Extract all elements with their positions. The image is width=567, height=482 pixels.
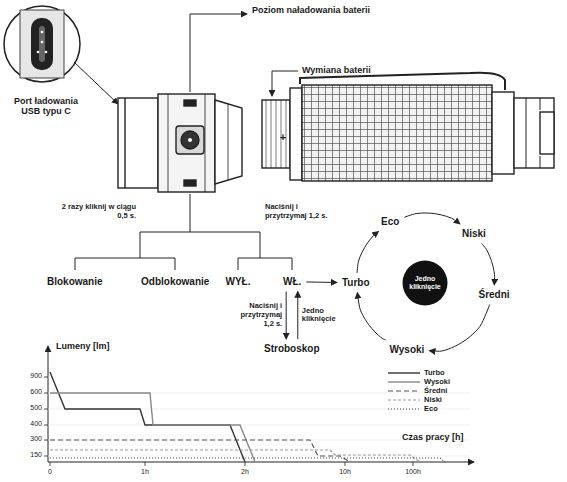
callout-label: Lumeny [lm] — [56, 341, 146, 351]
mode-arrow — [357, 293, 385, 341]
callout-label: 600 — [16, 388, 42, 396]
legend-text: Niski — [424, 396, 442, 404]
medium-curve — [50, 440, 350, 462]
callout-label: 2 razy kliknij w ciągu 0,5 s. — [50, 203, 136, 220]
node-text: Średni — [479, 289, 510, 301]
callout-label: 10h — [330, 468, 360, 476]
node-text: Niski — [462, 228, 486, 240]
mode-label: WŁ. — [280, 274, 304, 290]
low-curve — [50, 450, 420, 462]
mode-label: Średni — [476, 287, 513, 303]
center-circle: Jedno kliknięcie — [402, 260, 448, 306]
mode-label: Blokowanie — [44, 274, 106, 290]
high-curve — [50, 393, 255, 462]
legend-text: Wysoki — [424, 378, 450, 386]
mode-arrow — [297, 292, 298, 340]
mode-label: Odblokowanie — [138, 274, 212, 290]
mode-arrow — [404, 213, 460, 224]
mode-label: Turbo — [339, 275, 373, 291]
callout-label: Port ładowania USB typu C — [4, 96, 88, 117]
callout-label: 2h — [230, 468, 260, 476]
mode-label: Wysoki — [387, 342, 428, 358]
leader-line — [272, 71, 298, 96]
usb-port-callout — [4, 6, 118, 104]
callout-label: Poziom naładowania baterii — [252, 5, 452, 15]
turbo-curve — [50, 372, 245, 462]
callout-label: 100h — [398, 468, 428, 476]
node-text: Jedno kliknięcie — [402, 275, 448, 291]
callout-label: 0 — [35, 468, 65, 476]
eco-curve — [50, 458, 445, 462]
flashlight-head — [118, 94, 242, 192]
node-text: Turbo — [342, 277, 370, 289]
callout-label: 400 — [16, 420, 42, 428]
edge-label: Naciśnij i przytrzymaj 1,2 s. — [232, 302, 282, 328]
mode-arrow — [357, 232, 378, 274]
runtime-chart — [44, 346, 474, 466]
mode-label: Eco — [378, 214, 402, 230]
callout-label: 1h — [130, 468, 160, 476]
leader-line — [190, 14, 247, 92]
callout-label: Czas pracy [h] — [402, 432, 502, 442]
mode-arrow — [286, 292, 287, 340]
edge-label: Jedno kliknięcie — [302, 307, 348, 324]
node-text: Blokowanie — [47, 276, 103, 288]
mode-label: Niski — [459, 226, 489, 242]
mode-arrow — [306, 281, 337, 282]
legend-samples — [388, 373, 420, 409]
callout-label: 900 — [16, 372, 42, 380]
callout-label: Wymiana baterii — [302, 65, 402, 75]
callout-label: 500 — [16, 404, 42, 412]
node-text: WYŁ. — [226, 276, 251, 288]
callout-label: + — [277, 131, 289, 144]
mode-arrow — [482, 244, 495, 286]
node-text: WŁ. — [283, 276, 301, 288]
mode-label: WYŁ. — [223, 274, 254, 290]
callout-label: Naciśnij i przytrzymaj 1,2 s. — [265, 203, 337, 220]
node-text: Stroboskop — [264, 343, 320, 355]
callout-label: 300 — [16, 435, 42, 443]
node-text: Eco — [381, 216, 399, 228]
battery-tube — [262, 73, 554, 181]
legend-text: Średni — [424, 387, 447, 395]
legend-text: Turbo — [424, 369, 445, 377]
mode-label: Stroboskop — [261, 341, 323, 357]
node-text: Wysoki — [390, 344, 425, 356]
legend-text: Eco — [424, 405, 438, 413]
mode-arrow — [429, 305, 489, 352]
callout-label: 150 — [16, 451, 42, 459]
node-text: Odblokowanie — [141, 276, 209, 288]
